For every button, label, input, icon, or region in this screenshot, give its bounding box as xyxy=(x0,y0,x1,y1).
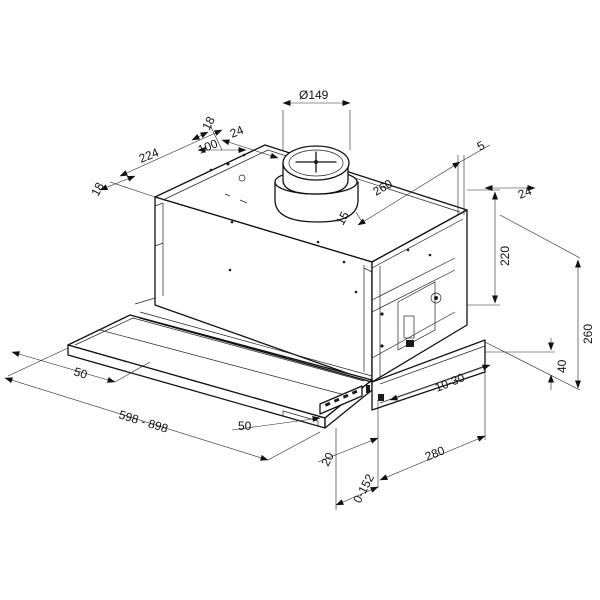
dim-label-18-top: 18 xyxy=(199,114,218,133)
dim-label-24-right: 24 xyxy=(516,184,534,202)
dim-label-598-898: 598 - 898 xyxy=(117,407,170,435)
dim-label-100: 100 xyxy=(196,136,220,157)
dim-label-18-left: 18 xyxy=(88,180,107,199)
dim-label-40: 40 xyxy=(555,359,569,373)
dim-label-0-152: 0-152 xyxy=(350,471,377,505)
dim-label-5: 5 xyxy=(475,138,488,154)
dim-label-280: 280 xyxy=(423,443,447,464)
dim-label-220: 220 xyxy=(498,246,512,266)
dimension-lines xyxy=(4,100,581,510)
dim-label-20: 20 xyxy=(318,450,337,469)
dim-label-260-height: 260 xyxy=(581,324,595,344)
hood-right-face xyxy=(371,209,468,383)
dim-label-15: 15 xyxy=(333,209,352,228)
dim-label-50-front: 50 xyxy=(238,419,252,433)
motor-opening xyxy=(397,281,436,351)
cable-grommet xyxy=(430,292,442,304)
dim-label-50-left: 50 xyxy=(72,364,89,381)
light-strip xyxy=(282,410,319,427)
control-panel xyxy=(319,385,363,415)
dim-label-duct-diameter: Ø149 xyxy=(299,88,329,102)
duct-collar xyxy=(274,145,359,223)
dim-label-224: 224 xyxy=(137,145,161,166)
dim-label-24-top: 24 xyxy=(228,123,246,141)
